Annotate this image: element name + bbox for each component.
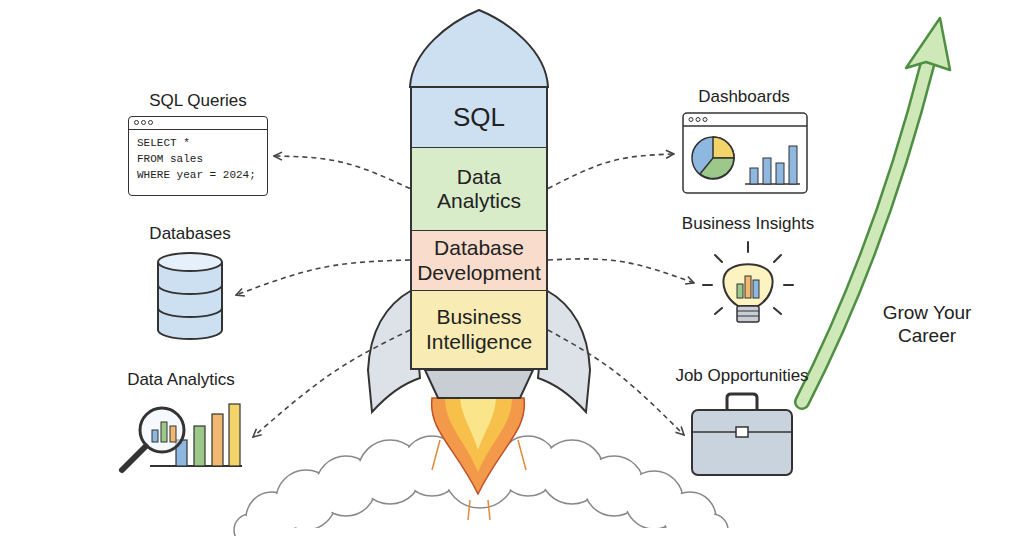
band-label: SQL [453,103,505,133]
code-line: SELECT * [137,135,190,151]
dashboard-icon-part [696,118,700,122]
rocket-fins [368,290,590,412]
lightbulb-icon-part [745,276,751,298]
briefcase-icon-part [736,427,748,437]
band-label: Data Analytics [420,165,538,213]
code-window: SQL QueriesSELECT *FROM salesWHERE year … [128,116,268,196]
career-item: Job Opportunities [690,392,794,478]
dashboard-icon-part [692,137,734,179]
item-heading: Data Analytics [127,370,235,390]
lightbulb-icon-part [703,242,793,314]
band-label: Database Development [417,236,541,284]
database-icon-part [158,253,222,271]
lightbulb-icon [703,242,793,322]
lightbulb-icon-part [737,284,743,298]
dashed-arrow [548,330,684,435]
dashboard-icon [683,113,807,193]
lightbulb-icon-part [737,311,759,316]
item-heading: Job Opportunities [675,366,808,386]
item-heading: Business Insights [682,214,814,234]
window-dot [134,120,139,125]
lightbulb-icon-part [723,264,772,306]
dashboard-icon-part [700,158,734,179]
analytics-icon-part [194,426,205,466]
window-dot [141,120,146,125]
rocket-flame-part [460,398,496,450]
analytics-item: Data Analytics [115,396,247,478]
growth-arrow-part [802,62,928,402]
dashboard-icon-part [776,163,784,184]
database-icon-part [158,262,222,339]
analytics-icon-part [212,414,223,466]
rocket-nozzle [425,370,533,398]
dashed-arrow [236,260,410,295]
rocket-nose [410,10,548,87]
rocket-band: Data Analytics [410,147,548,230]
band-label: Business Intelligence [420,305,538,353]
rocket-band: Database Development [410,230,548,290]
dashed-arrow [274,156,410,189]
analytics-icon-part [161,422,167,442]
smoke-clouds-part [240,528,730,536]
rocket-flame-part [445,398,512,472]
dashboard-icon-part [689,118,693,122]
growth-arrow-part [906,18,950,70]
lightbulb-icon-part [737,306,759,322]
database-icon-part [158,285,222,317]
growth-arrow-part [802,62,928,402]
free-label: Grow Your Career [872,302,982,348]
analytics-icon-part [170,426,176,442]
item-heading: Dashboards [698,87,790,107]
item-heading: Databases [149,224,230,244]
briefcase-icon [692,394,792,475]
dashed-arrow [548,259,694,283]
code-line: FROM sales [137,151,203,167]
dashed-arrow [548,154,674,189]
rocket-flame-part [432,398,525,494]
rocket-nozzle-part [425,370,533,398]
analytics-icon [122,404,242,470]
rocket-band: Business Intelligence [410,290,548,370]
lightbulb-icon-part [753,280,759,298]
rocket-band-top: SQL [410,87,548,147]
dashboard-icon-part [763,158,771,184]
database-item: Databases [150,250,230,340]
dashboard-icon-part [713,137,734,158]
briefcase-icon-part [727,394,757,410]
analytics-icon-part [122,446,146,470]
window-bar [129,117,267,130]
dashed-arrow [253,330,410,437]
window-dot [148,120,153,125]
rocket-flame [432,398,526,520]
dashboard-icon-part [789,146,797,184]
dashboard-icon-part [703,118,707,122]
dashboard-icon-part [683,113,807,193]
rocket-flame-part [432,440,526,520]
dashboard-icon-part [683,125,807,127]
insight-item: Business Insights [700,240,796,326]
rocket-nose-part [410,10,548,87]
analytics-icon-part [152,430,158,442]
item-heading: SQL Queries [149,91,247,111]
dashboard-item: Dashboards [680,113,808,195]
database-icon [158,253,222,339]
dashboard-icon-part [750,168,758,184]
analytics-icon-part [140,408,184,452]
analytics-icon-part [229,404,240,466]
code-line: WHERE year = 2024; [137,167,256,183]
briefcase-icon-part [692,410,792,475]
